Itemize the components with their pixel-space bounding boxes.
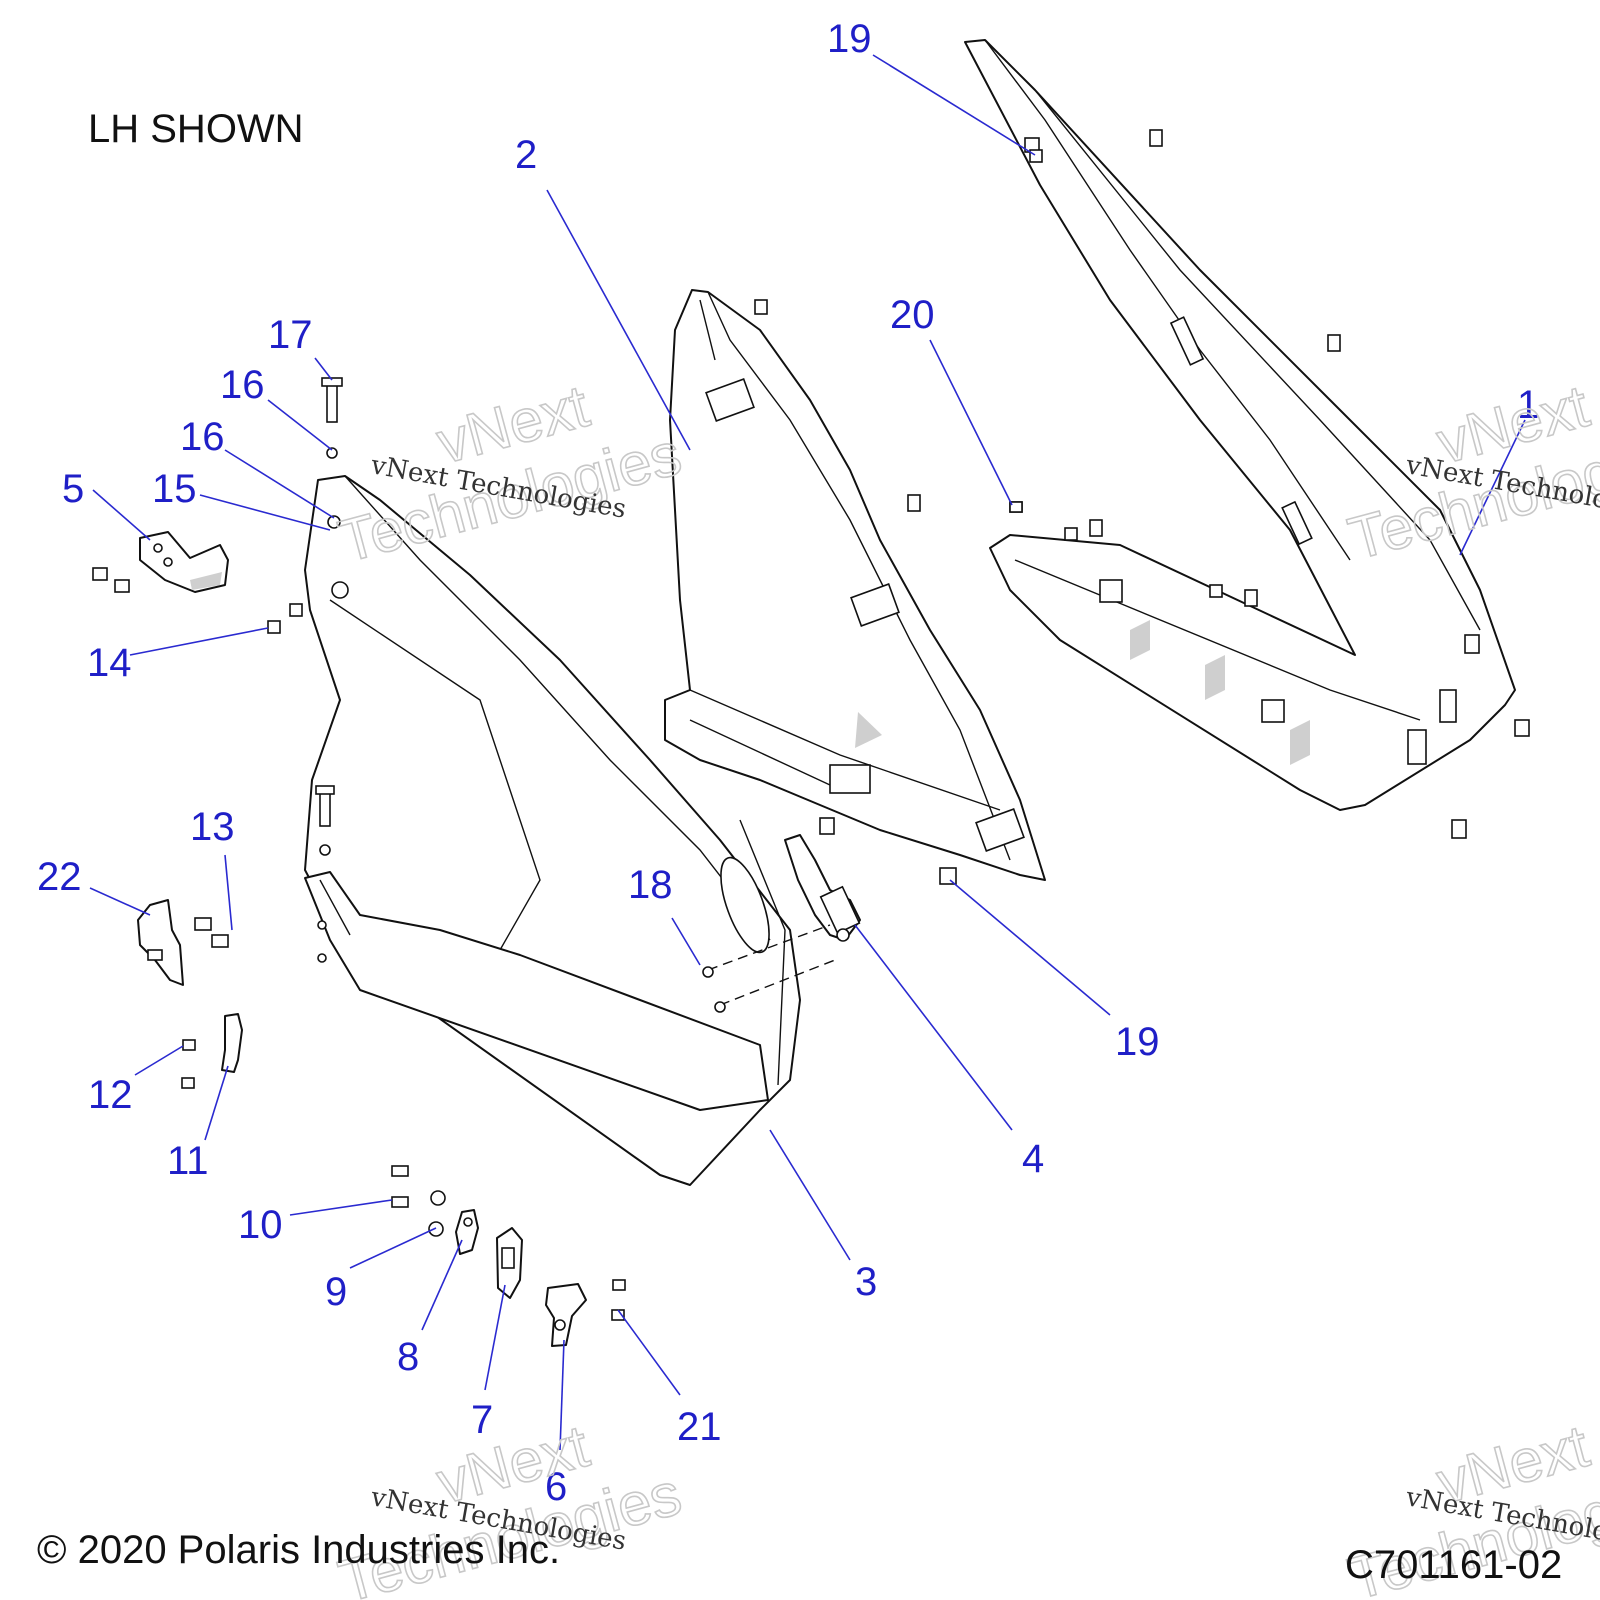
callout-19-upper: 19 xyxy=(827,17,872,61)
callout-8: 8 xyxy=(397,1335,419,1379)
pin-17 xyxy=(321,377,343,423)
screw-12-b xyxy=(181,1077,195,1089)
callout-3: 3 xyxy=(855,1260,877,1304)
bolt-10-a xyxy=(391,1165,409,1177)
part-5-upper-bracket xyxy=(139,531,229,593)
clip-right-2 xyxy=(1451,819,1467,839)
callout-17: 17 xyxy=(268,313,313,357)
callout-11: 11 xyxy=(167,1139,209,1183)
clip-center xyxy=(819,817,835,835)
clip-right-1 xyxy=(1514,719,1530,737)
nut-9-a xyxy=(430,1190,446,1206)
callout-7: 7 xyxy=(471,1398,493,1442)
bolt-18-lower xyxy=(714,1001,726,1013)
alignment-line-upper xyxy=(707,924,831,971)
callout-22: 22 xyxy=(37,855,82,899)
callout-5: 5 xyxy=(62,467,84,511)
bolts-5 xyxy=(92,567,130,593)
part-7-latch xyxy=(496,1227,523,1299)
part-1-outer-panel xyxy=(964,39,1516,811)
alignment-line-lower xyxy=(719,959,836,1006)
callout-16-lower: 16 xyxy=(180,415,225,459)
callout-13: 13 xyxy=(190,805,235,849)
clip-19-lower xyxy=(939,867,957,885)
callout-18: 18 xyxy=(628,863,673,907)
rivet-14-b xyxy=(289,603,303,617)
part-3-lower-arm xyxy=(304,871,769,1111)
nut-9-b xyxy=(428,1221,444,1237)
bolt-18-upper xyxy=(702,966,714,978)
pin-lower-stack xyxy=(315,785,335,963)
screw-21-a xyxy=(612,1279,626,1291)
screw-12-a xyxy=(182,1039,196,1051)
rivet-14-a xyxy=(267,620,281,634)
copyright-text: © 2020 Polaris Industries Inc. xyxy=(37,1528,560,1572)
callout-14: 14 xyxy=(87,641,132,685)
part-22-lower-bracket xyxy=(137,899,184,986)
callout-12: 12 xyxy=(88,1073,133,1117)
bolts-13 xyxy=(194,917,229,948)
washer-16-top xyxy=(326,447,338,459)
callout-numbers: 1 2 3 4 5 6 7 8 9 10 11 12 13 14 15 16 1… xyxy=(37,17,1539,1509)
view-caption: LH SHOWN xyxy=(88,107,304,151)
part-6-striker xyxy=(545,1283,587,1347)
callout-2: 2 xyxy=(515,133,537,177)
part-4-hinge xyxy=(784,834,861,942)
callout-16-upper: 16 xyxy=(220,363,265,407)
callout-19-lower: 19 xyxy=(1115,1020,1160,1064)
callout-20: 20 xyxy=(890,293,935,337)
callout-6: 6 xyxy=(545,1465,567,1509)
clip-19-upper xyxy=(1029,149,1043,163)
callout-15: 15 xyxy=(152,467,197,511)
clip-20 xyxy=(1009,501,1023,513)
leader-lines xyxy=(89,54,1526,1451)
callout-1: 1 xyxy=(1517,383,1539,427)
washer-16-bottom xyxy=(327,515,341,529)
bolt-10-b xyxy=(391,1196,409,1208)
part-2-inner-frame xyxy=(664,289,1046,881)
callout-4: 4 xyxy=(1022,1137,1044,1181)
callout-21: 21 xyxy=(677,1405,722,1449)
part-11-strap xyxy=(221,1013,243,1073)
drawing-number: C701161-02 xyxy=(1345,1543,1562,1587)
callout-10: 10 xyxy=(238,1203,283,1247)
callout-9: 9 xyxy=(325,1270,347,1314)
watermark-upper-center: vNext Technologies xyxy=(331,371,688,576)
